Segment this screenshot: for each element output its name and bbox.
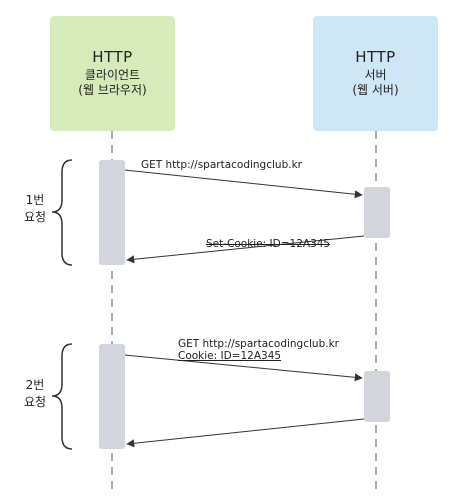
request-1-arrow	[124, 169, 363, 199]
response-2-arrow	[126, 418, 365, 448]
server-activation-1	[364, 187, 390, 238]
request-2-number: 2번	[25, 378, 45, 392]
request-1-side-label: 1번 요청	[18, 192, 52, 227]
http-client-box: HTTP 클라이언트 (웹 브라우저)	[50, 16, 175, 131]
client-activation-2	[99, 344, 125, 449]
client-label: 클라이언트	[84, 67, 141, 82]
request-2-word: 요청	[23, 395, 47, 410]
response-1-label: Set-Cookie: ID=12A345	[206, 238, 331, 250]
client-sublabel: (웹 브라우저)	[78, 83, 147, 98]
request-1-label: GET http://spartacodingclub.kr	[141, 159, 302, 171]
request-2-label: GET http://spartacodingclub.kr	[178, 338, 339, 350]
server-label: 서버	[364, 67, 387, 82]
request-1-brace	[51, 159, 73, 266]
server-activation-2	[364, 371, 390, 422]
request-1-number: 1번	[25, 193, 45, 207]
request-2-brace	[51, 343, 73, 450]
server-sublabel: (웹 서버)	[352, 83, 399, 98]
client-title: HTTP	[92, 48, 133, 67]
request-1-word: 요청	[23, 210, 47, 225]
request-2-arrow	[124, 354, 363, 382]
response-1-arrow	[126, 235, 365, 264]
http-server-box: HTTP 서버 (웹 서버)	[313, 16, 438, 131]
request-2-side-label: 2번 요청	[18, 377, 52, 412]
request-2-cookie-label: Cookie: ID=12A345	[178, 350, 282, 362]
client-activation-1	[99, 160, 125, 265]
server-title: HTTP	[355, 48, 396, 67]
